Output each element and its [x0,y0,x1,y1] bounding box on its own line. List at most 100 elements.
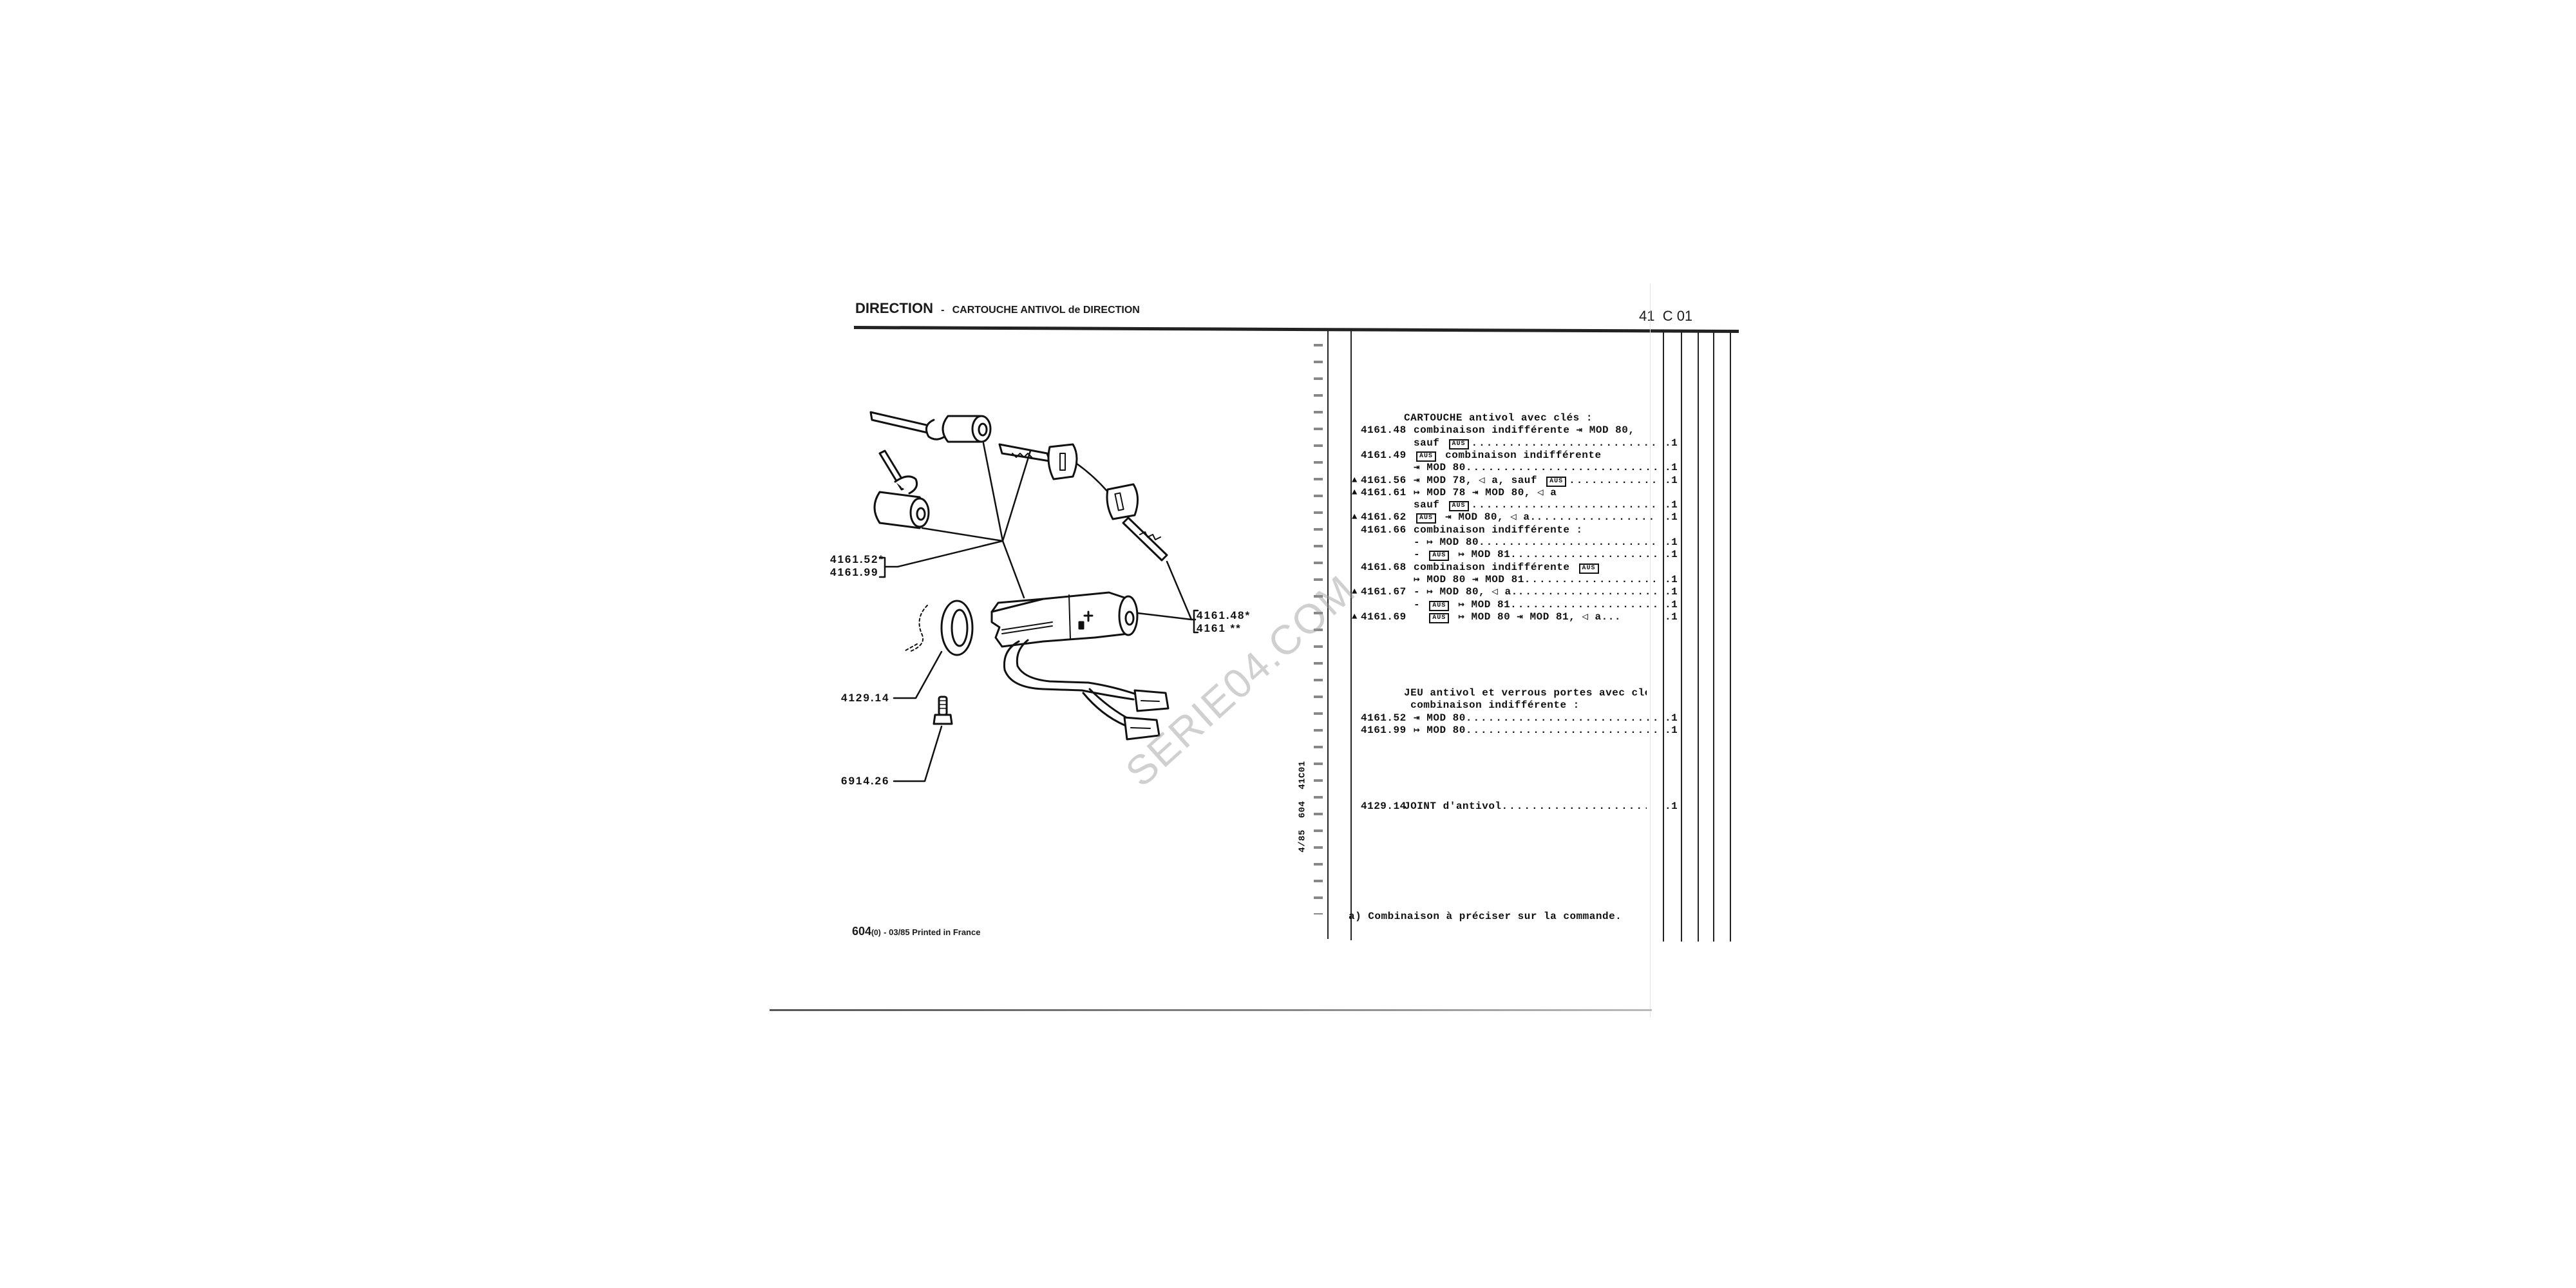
part-description: sauf AUS [1414,499,1656,512]
wiring-harness [1003,639,1141,726]
description-text: sauf AUS [1414,499,1472,512]
footer-edition: (0) [871,928,881,937]
part-description: AUS combinaison indifférente [1414,450,1656,462]
quantity: .1 [1665,712,1678,724]
description-text: AUS ⇥ MOD 80, ◁ a. [1414,511,1537,524]
aus-badge: AUS [1448,501,1469,512]
parts-row: 4161.99 ↦ MOD 80 .1 [0,724,2576,737]
description-text: combinaison indifférente : [1414,524,1583,536]
parts-row: combinaison indifférente : [0,699,2576,712]
parts-row: - AUS ↦ MOD 81 .1 [0,599,2576,611]
part-number: 4161.49 [1361,449,1406,461]
scan-edge-line [1650,283,1651,1018]
quantity: .1 [1665,474,1678,486]
part-description: - AUS ↦ MOD 81 [1414,599,1656,611]
description-text: - ↦ MOD 80 [1414,536,1479,548]
part-description: CARTOUCHE antivol avec clés : [1404,412,1647,424]
label-4161-xx: 4161 ** [1197,622,1242,634]
modification-marker-icon: ▲ [1352,512,1358,523]
quantity: .1 [1665,462,1678,474]
screw [933,696,953,725]
parts-row: JEU antivol et verrous portes avec clés, [0,687,2576,699]
bottom-rule [770,1009,1652,1011]
part-description: AUS ↦ MOD 80 ⇥ MOD 81, ◁ a... [1414,611,1656,623]
quantity: .1 [1665,598,1678,611]
leader-lines [878,442,1199,782]
part-number: 4161.48 [1361,424,1406,437]
text-column-line [1350,330,1352,940]
quantity: .1 [1665,611,1678,623]
qty-column-line-1 [1663,330,1664,942]
quantity: .1 [1665,724,1678,736]
parts-row: 4161.52 ⇥ MOD 80 .1 [0,712,2576,724]
door-lock-cylinder-bottom [873,450,930,529]
parts-row: ⇥ MOD 80 .1 [0,462,2576,474]
part-number: 4161.52 [1361,712,1406,724]
title-separator: - [941,305,945,316]
part-description: combinaison indifférente : [1404,699,1647,712]
section-subtitle: CARTOUCHE ANTIVOL de DIRECTION [952,305,1140,316]
parts-row: 4161.66 combinaison indifférente : [0,524,2576,536]
description-text: - AUS ↦ MOD 81 [1414,598,1511,611]
part-description: ⇥ MOD 80 [1414,712,1656,724]
part-number: 4161.99 [1361,724,1406,736]
parts-row: ▲4161.56⇥ MOD 78, ◁ a, sauf AUS.1 [0,475,2576,487]
part-number: 4161.62 [1361,511,1406,524]
description-text: ⇥ MOD 80 [1414,712,1466,724]
steering-lock-cartouche [990,591,1139,648]
label-4161-52: 4161.52* [830,553,885,565]
aus-badge: AUS [1416,451,1437,462]
description-text: - ↦ MOD 80, ◁ a. [1414,586,1518,598]
footnote: a) Combinaison à préciser sur la command… [1349,911,1622,922]
description-text: sauf AUS [1414,437,1472,450]
quantity: .1 [1665,586,1678,598]
quantity: .1 [1665,536,1678,548]
key-2 [1106,483,1168,562]
aus-badge: AUS [1429,600,1450,611]
description-text: combinaison indifférente : [1404,699,1580,712]
parts-row: ▲4161.61↦ MOD 78 ⇥ MOD 80, ◁ a [0,487,2576,499]
parts-row: CARTOUCHE antivol avec clés : [0,412,2576,424]
parts-row: ▲4161.69 AUS ↦ MOD 80 ⇥ MOD 81, ◁ a....1 [0,611,2576,623]
parts-row: sauf AUS .1 [0,499,2576,512]
modification-marker-icon: ▲ [1352,611,1358,622]
part-number: 4161.66 [1361,524,1406,536]
description-text: ↦ MOD 78 ⇥ MOD 80, ◁ a [1414,486,1557,498]
connector-1 [1133,689,1170,712]
footer-model: 604 [852,925,872,938]
part-description: ↦ MOD 80 [1414,724,1656,737]
aus-badge: AUS [1429,551,1450,562]
grommet-joint [905,600,974,656]
section-title: DIRECTION [855,300,933,316]
quantity: .1 [1665,573,1678,585]
aus-badge: AUS [1429,612,1450,623]
part-description: sauf AUS [1414,437,1656,450]
door-lock-cylinder-top [869,411,992,443]
description-text: combinaison indifférente AUS [1414,562,1602,574]
parts-row: - ↦ MOD 80 .1 [0,536,2576,549]
part-description: combinaison indifférente : [1414,524,1656,536]
aus-badge: AUS [1578,563,1599,574]
quantity: .1 [1665,800,1678,812]
part-description: JEU antivol et verrous portes avec clés, [1404,687,1647,699]
parts-row: - AUS ↦ MOD 81.1 [0,549,2576,562]
part-description: ⇥ MOD 78, ◁ a, sauf AUS [1414,475,1656,487]
description-text: ⇥ MOD 80 [1414,462,1466,474]
description-text: JOINT d'antivol [1404,800,1502,812]
description-text: AUS ↦ MOD 80 ⇥ MOD 81, ◁ a... [1414,611,1621,623]
label-4161-48: 4161.48* [1197,609,1251,621]
qty-column-line-3 [1698,330,1699,942]
part-description: combinaison indifférente AUS [1414,562,1656,574]
description-text: combinaison indifférente ⇥ MOD 80, [1414,424,1635,437]
part-description: - AUS ↦ MOD 81 [1414,549,1656,562]
description-text: ⇥ MOD 78, ◁ a, sauf AUS [1414,475,1569,487]
part-number: 4161.61 [1361,486,1406,498]
description-text: ↦ MOD 80 [1414,724,1466,736]
part-number: 4129.14 [1361,800,1406,812]
quantity: .1 [1665,437,1678,449]
part-description: - ↦ MOD 80 [1414,536,1656,549]
quantity: .1 [1665,499,1678,511]
parts-row: ↦ MOD 80 ⇥ MOD 81.1 [0,574,2576,586]
